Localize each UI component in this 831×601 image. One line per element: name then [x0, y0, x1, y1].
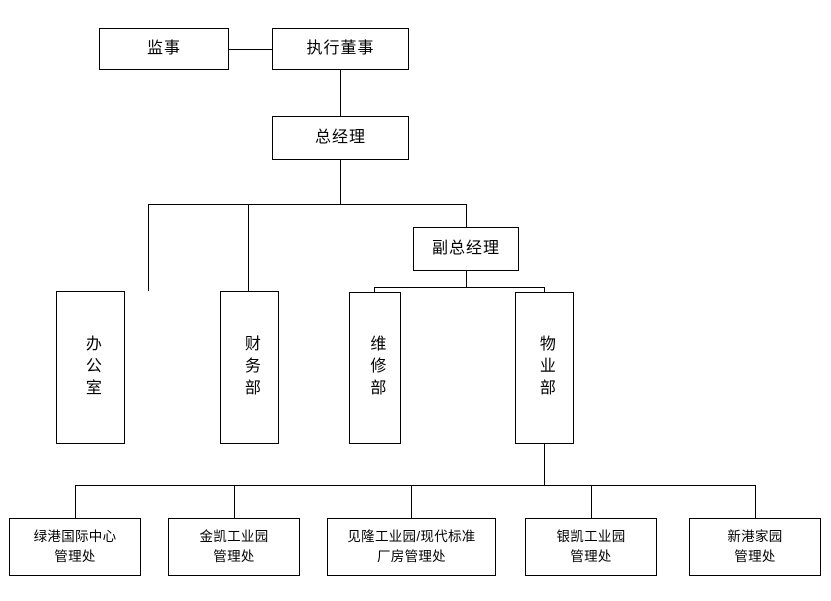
connector-bus-office	[148, 204, 149, 291]
connector-bottom-yinkai	[591, 485, 592, 518]
connector-bottom-lvgang	[75, 485, 76, 518]
node-jinkai-park-label: 金凯工业园 管理处	[199, 528, 269, 564]
connector-bottom-bus	[75, 485, 755, 486]
node-exec-director-label: 执行董事	[306, 40, 375, 58]
node-office[interactable]: 办公室	[56, 291, 125, 444]
connector-supervisor-exec	[228, 49, 273, 50]
node-lvgang-center-label: 绿港国际中心 管理处	[33, 528, 117, 564]
node-deputy-manager-label: 副总经理	[431, 240, 500, 258]
node-general-manager[interactable]: 总经理	[272, 116, 409, 160]
connector-gm-stem	[340, 160, 341, 204]
node-finance-label: 财务部	[241, 334, 259, 401]
node-yinkai-park[interactable]: 银凯工业园 管理处	[525, 518, 657, 576]
connector-bus-deputy	[466, 204, 467, 227]
node-xingang-home-label: 新港家园 管理处	[727, 528, 783, 564]
connector-property-stem	[544, 444, 545, 485]
connector-bottom-jianlong	[411, 485, 412, 518]
node-property[interactable]: 物业部	[515, 292, 574, 444]
node-jianlong-park[interactable]: 见隆工业园/现代标准 厂房管理处	[327, 518, 496, 576]
node-lvgang-center[interactable]: 绿港国际中心 管理处	[9, 518, 141, 576]
node-supervisor[interactable]: 监事	[99, 28, 229, 70]
connector-gm-bus	[148, 204, 466, 205]
node-jianlong-park-label: 见隆工业园/现代标准 厂房管理处	[347, 528, 476, 564]
connector-exec-gm	[340, 70, 341, 116]
node-maintenance[interactable]: 维修部	[349, 292, 401, 444]
node-finance[interactable]: 财务部	[220, 291, 279, 444]
connector-deputy-stem	[466, 271, 467, 287]
connector-bus-finance	[248, 204, 249, 291]
node-property-label: 物业部	[536, 335, 554, 401]
connector-deputy-property	[544, 287, 545, 292]
connector-bottom-xingang	[755, 485, 756, 518]
node-office-label: 办公室	[82, 334, 100, 401]
node-deputy-manager[interactable]: 副总经理	[413, 227, 519, 271]
node-general-manager-label: 总经理	[314, 129, 366, 147]
node-xingang-home[interactable]: 新港家园 管理处	[689, 518, 821, 576]
node-jinkai-park[interactable]: 金凯工业园 管理处	[168, 518, 300, 576]
connector-bottom-jinkai	[234, 485, 235, 518]
node-yinkai-park-label: 银凯工业园 管理处	[556, 528, 626, 564]
connector-deputy-bus	[374, 287, 544, 288]
node-exec-director[interactable]: 执行董事	[272, 28, 409, 70]
node-maintenance-label: 维修部	[367, 335, 385, 401]
node-supervisor-label: 监事	[146, 40, 181, 58]
connector-deputy-maintenance	[374, 287, 375, 292]
